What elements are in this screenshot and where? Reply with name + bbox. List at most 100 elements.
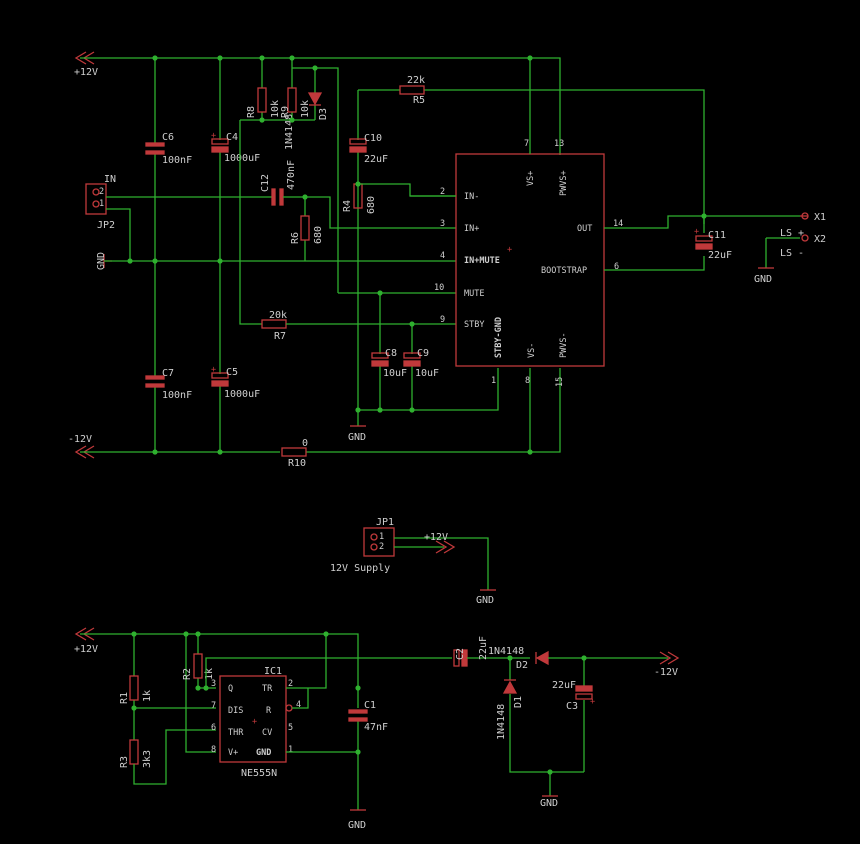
pin15-number: 15 <box>555 377 565 387</box>
c9-name: C9 <box>417 348 429 359</box>
c11-name: C11 <box>708 230 726 241</box>
c11-capacitor[interactable]: + C11 22uF <box>694 227 732 261</box>
c5-capacitor[interactable]: + C5 1000uF <box>211 261 260 452</box>
r1-resistor[interactable]: R1 1k <box>119 634 216 740</box>
pin1-number: 1 <box>491 376 496 386</box>
c6-capacitor[interactable]: C6 100nF <box>145 58 192 261</box>
d2-name: D2 <box>516 660 528 671</box>
pin13-number: 13 <box>554 139 564 149</box>
r2-resistor[interactable]: R2 1k <box>182 631 216 753</box>
output-network: X1 X2 LS + LS - GND <box>604 212 826 285</box>
r5-resistor[interactable]: 22k R5 <box>358 75 705 224</box>
wire-555-output <box>205 657 452 688</box>
r4-resistor[interactable]: R4 680 <box>342 183 377 410</box>
r4-name: R4 <box>342 200 353 212</box>
vcc-bottom-label: +12V <box>74 644 98 655</box>
c2-capacitor[interactable]: C2 22uF <box>453 636 530 667</box>
c12-capacitor[interactable]: C12 470nF <box>260 160 308 216</box>
c4-value: 1000uF <box>224 153 260 164</box>
ls-minus-label: LS - <box>780 248 804 259</box>
svg-text:+: + <box>590 697 595 707</box>
ic-pin-dis-label: DIS <box>228 706 243 716</box>
c3-capacitor[interactable]: + 22uF C3 <box>552 658 595 772</box>
ic-pin-cv-label: CV <box>262 728 272 738</box>
c8-name: C8 <box>385 348 397 359</box>
jp2-in-label: IN <box>104 174 116 185</box>
jp1-vcc-label: +12V <box>424 532 448 543</box>
vcc-rail-bottom: +12V <box>74 627 359 708</box>
jp1-connector[interactable]: JP1 1 2 12V Supply <box>330 517 395 574</box>
pin-in-mute-label: IN+MUTE <box>464 256 500 266</box>
jp2-pin2: 2 <box>99 187 104 197</box>
pin-mute-label: MUTE <box>464 289 484 299</box>
d3-value: 1N4148 <box>284 114 295 150</box>
jp2-pin1: 1 <box>99 199 104 209</box>
pin-pwvs-plus-label: PWVS+ <box>559 170 569 196</box>
svg-text:+: + <box>507 245 512 255</box>
r3-value: 3k3 <box>142 750 153 768</box>
gnd-left-label: GND <box>96 252 107 270</box>
svg-text:+: + <box>211 131 216 141</box>
svg-text:+: + <box>252 717 257 727</box>
c10-capacitor[interactable]: C10 22uF <box>349 90 388 184</box>
r6-resistor[interactable]: R6 680 <box>290 196 456 262</box>
c1-capacitor[interactable]: C1 47nF <box>348 700 388 752</box>
c7-capacitor[interactable]: C7 100nF <box>145 261 192 452</box>
pin-out-label: OUT <box>577 224 592 234</box>
r3-resistor[interactable]: R3 3k3 <box>119 729 216 785</box>
r9-name: R9 <box>280 106 291 118</box>
c8-value: 10uF <box>383 368 407 379</box>
pin3-number: 3 <box>440 219 445 229</box>
jp1-gnd-wire <box>394 537 489 590</box>
svg-text:+: + <box>694 227 699 237</box>
c4-capacitor[interactable]: + C4 1000uF <box>211 58 260 261</box>
r7-name: R7 <box>274 331 286 342</box>
r10-resistor[interactable]: 0 R10 <box>281 438 308 469</box>
ic-pin8-number: 8 <box>211 745 216 755</box>
c4-name: C4 <box>226 132 238 143</box>
r2-name: R2 <box>182 668 193 680</box>
c6-name: C6 <box>162 132 174 143</box>
c12-value: 470nF <box>286 160 297 190</box>
pin10-number: 10 <box>434 283 444 293</box>
pin-bootstrap-label: BOOTSTRAP <box>541 266 587 276</box>
svg-text:+: + <box>211 365 216 375</box>
c9-capacitor[interactable]: C9 10uF <box>403 324 439 410</box>
pin-pwvs-minus-label: PWVS- <box>559 332 569 358</box>
c7-value: 100nF <box>162 390 192 401</box>
c5-name: C5 <box>226 367 238 378</box>
ic1-part: NE555N <box>241 768 277 779</box>
r1-name: R1 <box>119 692 130 704</box>
jp1-label: 12V Supply <box>330 563 390 574</box>
pin-in-minus-label: IN- <box>464 192 479 202</box>
c8-capacitor[interactable]: C8 10uF <box>371 293 407 410</box>
d1-diode[interactable]: 1N4148 D1 <box>496 658 584 773</box>
ic-pin-r-label: R <box>266 706 272 716</box>
gnd-mid-label: GND <box>348 432 366 443</box>
vee-rail-bottom: -12V <box>654 651 680 678</box>
pin2-number: 2 <box>440 187 445 197</box>
c2-value: 22uF <box>478 636 489 660</box>
r9-value: 10k <box>300 100 311 118</box>
ic-pin-thr-label: THR <box>228 728 244 738</box>
d3-diode[interactable]: 1N4148 D3 <box>284 68 329 150</box>
r10-value: 0 <box>302 438 308 449</box>
ic-pin-q-label: Q <box>228 684 233 694</box>
c3-name: C3 <box>566 701 578 712</box>
amp-ic[interactable]: + IN- 2 IN+ 3 IN+MUTE 4 MUTE 10 STBY 9 V… <box>410 58 623 387</box>
c1-name: C1 <box>364 700 376 711</box>
ic-pin6-number: 6 <box>211 723 216 733</box>
jp2-connector[interactable]: IN 2 1 JP2 <box>85 174 272 264</box>
wire-reset <box>292 688 309 709</box>
ic-pin-tr-label: TR <box>262 684 273 694</box>
jp1-name: JP1 <box>376 517 394 528</box>
pin-in-plus-label: IN+ <box>464 224 479 234</box>
ic-pin1-number: 1 <box>288 745 293 755</box>
c2-name: C2 <box>455 648 466 660</box>
pin8-number: 8 <box>525 376 530 386</box>
d1-name: D1 <box>513 696 524 708</box>
d2-diode[interactable]: 1N4148 D2 <box>488 646 668 671</box>
ne555-ic[interactable]: + IC1 NE555N Q DIS THR V+ TR R CV GND 3 … <box>211 666 301 779</box>
r4-value: 680 <box>366 196 377 214</box>
r7-resistor[interactable]: 20k R7 <box>261 310 456 342</box>
